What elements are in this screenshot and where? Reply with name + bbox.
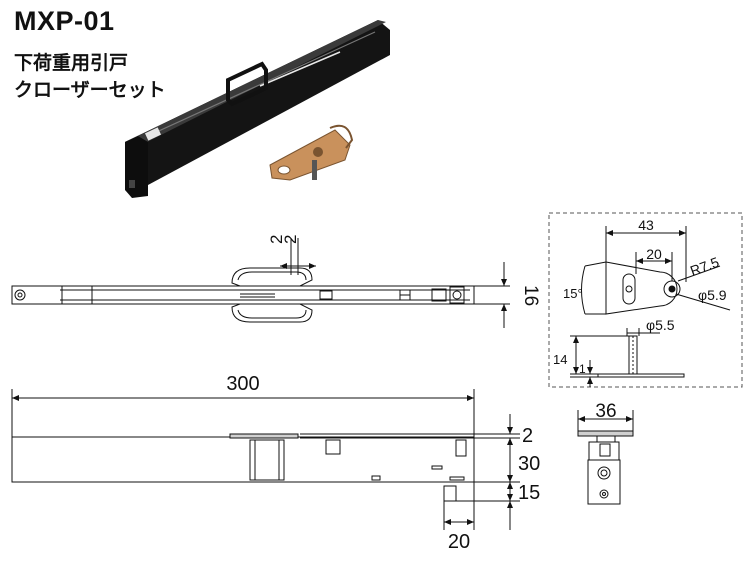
catch-plate-outline (605, 261, 678, 315)
end-view-top-plate (577, 430, 634, 437)
end-view-gear (597, 466, 611, 480)
product-name-line-1: 下荷重用引戸 (14, 52, 129, 74)
brass-catch-pin (312, 160, 317, 180)
closer-rail-label (144, 127, 162, 141)
dim-length: 300 (226, 373, 259, 395)
closer-end-screw (129, 180, 135, 188)
end-view-bolt (599, 489, 609, 499)
top-view-end-hole (14, 289, 26, 301)
closer-rail-inner-rail (259, 51, 341, 87)
catch-side-plate (597, 373, 685, 378)
catch-detail-frame (548, 212, 743, 388)
top-view (11, 238, 510, 328)
closer-rail-body (125, 20, 390, 185)
front-view-top-plate (229, 433, 299, 439)
dim-angle: 15° (563, 286, 583, 301)
product-name-line-2: クローザーセット (14, 79, 166, 101)
dim-body-height: 30 (518, 453, 540, 475)
catch-plate-slot (622, 273, 636, 305)
dim-radius: R7.5 (688, 254, 721, 279)
top-view-lower-wing (231, 303, 313, 323)
front-view-slider (249, 439, 285, 481)
product-photo (125, 20, 390, 198)
dim-gap-a: 2 (267, 235, 286, 244)
top-view-upper-wing (231, 267, 313, 287)
dim-hole-spacing: 20 (646, 246, 662, 262)
end-view (577, 410, 634, 505)
dim-top-height: 16 (520, 285, 541, 306)
dim-end-width: 36 (595, 401, 616, 422)
dim-pin-dia: φ5.5 (646, 317, 675, 333)
dim-gap-b: 2 (281, 235, 300, 244)
closer-end-block (125, 136, 148, 198)
brass-catch-part (269, 124, 354, 181)
brass-catch-pin-head (313, 147, 323, 157)
dim-bracket-drop: 15 (518, 482, 540, 504)
front-view-end-part (455, 439, 467, 457)
dim-catch-width: 43 (638, 217, 654, 233)
model-number: MXP-01 (14, 6, 115, 36)
closer-rail-edge-highlight (149, 31, 376, 136)
catch-detail (570, 226, 731, 387)
front-view-bracket (443, 485, 457, 502)
dim-plate-thickness: 2 (522, 425, 533, 447)
front-view (11, 389, 520, 530)
dim-catch-plate-thickness: 1 (579, 362, 586, 376)
brass-catch-slot (277, 165, 291, 175)
dim-pin-height: 14 (553, 352, 567, 367)
front-view-body (11, 436, 475, 483)
closer-actuator-handle (226, 61, 268, 107)
dim-bracket-width: 20 (448, 531, 470, 553)
dim-hole-dia: φ5.9 (698, 287, 727, 303)
front-view-block (325, 439, 341, 455)
end-view-body (587, 459, 621, 505)
